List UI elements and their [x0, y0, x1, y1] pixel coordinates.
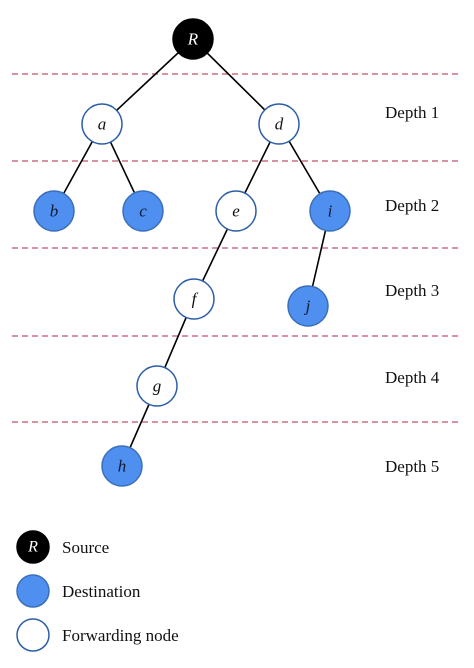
- node-c-circle: [122, 190, 164, 232]
- node-c-label: c: [139, 202, 147, 221]
- node-b-label: b: [50, 202, 59, 221]
- node-a-circle: [81, 103, 123, 145]
- node-g-label: g: [153, 377, 162, 396]
- depth-label-2: Depth 2: [385, 196, 439, 215]
- legend-destination-swatch: [16, 574, 50, 608]
- node-e: e: [215, 190, 257, 232]
- node-R-circle: [172, 18, 214, 60]
- node-f-label: f: [192, 290, 199, 309]
- node-j-circle: [287, 285, 329, 327]
- legend-source-symbol: R: [27, 539, 38, 556]
- node-i-circle: [309, 190, 351, 232]
- node-e-circle: [215, 190, 257, 232]
- tree-edges: [53, 38, 331, 467]
- legend: R Source Destination Forwarding node: [16, 530, 179, 652]
- tree-nodes: Ra d b c e i f j g h: [33, 18, 351, 487]
- node-d: d: [258, 103, 300, 145]
- node-d-circle: [258, 103, 300, 145]
- node-f-circle: [173, 278, 215, 320]
- depth-label-4: Depth 4: [385, 368, 440, 387]
- node-a: a: [81, 103, 123, 145]
- legend-source: R Source: [16, 530, 109, 564]
- depth-labels: Depth 1 Depth 2 Depth 3 Depth 4 Depth 5: [385, 103, 440, 476]
- legend-source-label: Source: [62, 538, 109, 557]
- legend-destination-label: Destination: [62, 582, 141, 601]
- node-j-label: j: [304, 297, 311, 316]
- node-e-label: e: [232, 202, 240, 221]
- depth-label-1: Depth 1: [385, 103, 439, 122]
- node-a-label: a: [98, 115, 107, 134]
- node-h-circle: [101, 445, 143, 487]
- legend-forwarding-label: Forwarding node: [62, 626, 179, 645]
- node-R-label: R: [187, 30, 199, 49]
- edge-R-a: [101, 38, 194, 125]
- legend-destination: Destination: [16, 574, 141, 608]
- node-b-circle: [33, 190, 75, 232]
- legend-forwarding-swatch: [16, 618, 50, 652]
- depth-dividers: [12, 73, 462, 423]
- node-h: h: [101, 445, 143, 487]
- node-d-label: d: [275, 115, 284, 134]
- node-b: b: [33, 190, 75, 232]
- legend-forwarding: Forwarding node: [16, 618, 179, 652]
- depth-label-5: Depth 5: [385, 457, 439, 476]
- legend-source-swatch: [16, 530, 50, 564]
- node-h-label: h: [118, 457, 127, 476]
- node-i: i: [309, 190, 351, 232]
- node-R: R: [172, 18, 214, 60]
- node-i-label: i: [328, 202, 333, 221]
- node-g: g: [136, 365, 178, 407]
- depth-label-3: Depth 3: [385, 281, 439, 300]
- node-g-circle: [136, 365, 178, 407]
- node-j: j: [287, 285, 329, 327]
- node-f: f: [173, 278, 215, 320]
- node-c: c: [122, 190, 164, 232]
